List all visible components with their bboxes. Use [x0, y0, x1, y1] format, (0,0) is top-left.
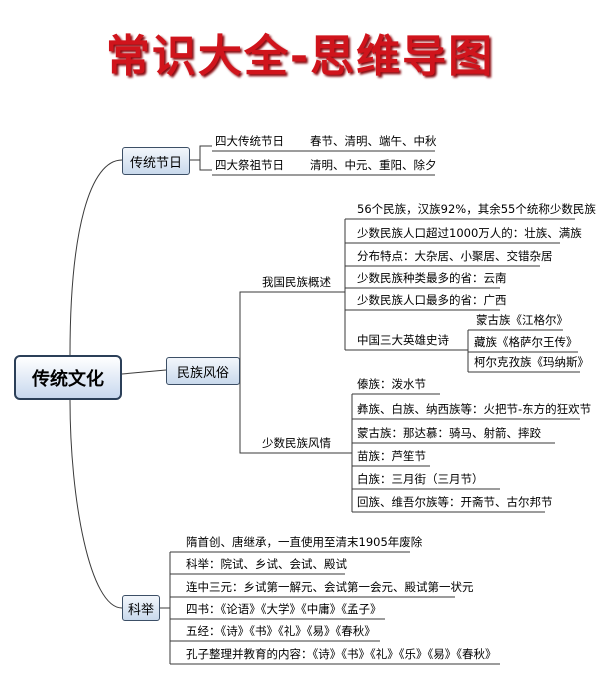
- festival-value: 春节、清明、端午、中秋: [310, 134, 437, 148]
- minority-item: 傣族：泼水节: [357, 377, 426, 391]
- epics-label: 中国三大英雄史诗: [357, 333, 449, 347]
- branch-customs[interactable]: 民族风俗: [166, 357, 240, 385]
- overview-item: 分布特点：大杂居、小聚居、交错杂居: [357, 249, 553, 263]
- overview-label: 我国民族概述: [262, 275, 331, 289]
- overview-item: 56个民族，汉族92%，其余55个统称少数民族: [357, 202, 596, 216]
- branch-exam[interactable]: 科举: [122, 595, 160, 621]
- exam-item: 连中三元：乡试第一解元、会试第一会元、殿试第一状元: [186, 580, 474, 594]
- exam-item: 五经：《诗》《书》《礼》《易》《春秋》: [186, 624, 376, 638]
- exam-item: 科举：院试、乡试、会试、殿试: [186, 557, 347, 571]
- epic-item: 藏族《格萨尔王传》: [474, 335, 578, 349]
- minority-item: 回族、维吾尔族等：开斋节、古尔邦节: [357, 495, 553, 509]
- minority-item: 白族：三月街（三月节）: [357, 472, 484, 486]
- overview-item: 少数民族人口最多的省：广西: [357, 293, 507, 307]
- epic-item: 蒙古族《江格尔》: [476, 313, 568, 327]
- overview-item: 少数民族种类最多的省：云南: [357, 271, 507, 285]
- overview-item: 少数民族人口超过1000万人的：壮族、满族: [357, 226, 582, 240]
- epic-item: 柯尔克孜族《玛纳斯》: [474, 355, 589, 369]
- branch-festivals[interactable]: 传统节日: [122, 147, 190, 175]
- page-title: 常识大全-思维导图: [105, 31, 495, 82]
- minority-label: 少数民族风情: [262, 436, 331, 450]
- root-node[interactable]: 传统文化: [14, 355, 122, 400]
- festival-name: 四大祭祖节日: [215, 158, 284, 172]
- festival-name: 四大传统节日: [215, 134, 284, 148]
- minority-item: 蒙古族：那达慕：骑马、射箭、摔跤: [357, 426, 541, 440]
- minority-item: 彝族、白族、纳西族等：火把节-东方的狂欢节: [357, 402, 592, 416]
- minority-item: 苗族：芦笙节: [357, 449, 426, 463]
- festival-value: 清明、中元、重阳、除夕: [310, 158, 437, 172]
- exam-item: 四书：《论语》《大学》《中庸》《孟子》: [186, 602, 382, 616]
- exam-item: 隋首创、唐继承，一直使用至清末1905年废除: [186, 535, 423, 549]
- exam-item: 孔子整理并教育的内容：《诗》《书》《礼》《乐》《易》《春秋》: [186, 647, 497, 661]
